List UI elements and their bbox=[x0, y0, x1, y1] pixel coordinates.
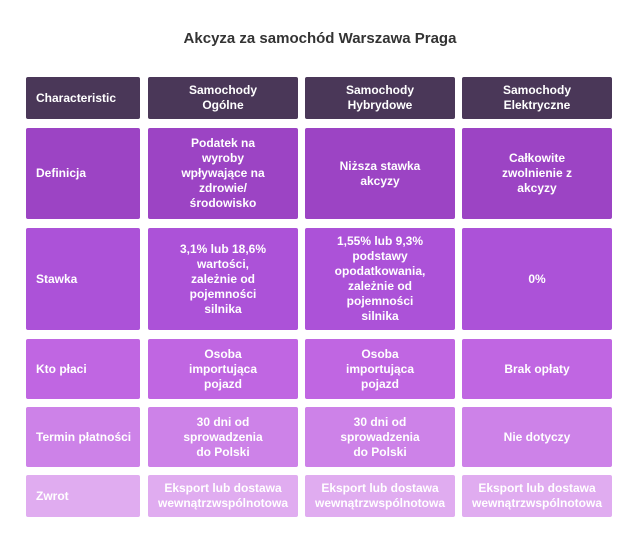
header-column-label: Samochody Elektryczne bbox=[502, 83, 571, 112]
table-cell: Eksport lub dostawa wewnątrzwspólnotowa bbox=[305, 475, 455, 517]
table-cell: Osoba importująca pojazd bbox=[148, 339, 298, 399]
header-characteristic: Characteristic bbox=[26, 77, 140, 119]
row-label-definicja: Definicja bbox=[26, 128, 140, 219]
table-cell: 0% bbox=[462, 228, 612, 330]
header-label: Characteristic bbox=[36, 90, 117, 105]
header-column-label: Samochody Hybrydowe bbox=[345, 83, 414, 112]
row-label: Stawka bbox=[36, 271, 78, 286]
row-label-zwrot: Zwrot bbox=[26, 475, 140, 517]
cell-text: Brak opłaty bbox=[504, 361, 570, 376]
cell-text: Eksport lub dostawa wewnątrzwspólnotowa bbox=[157, 481, 288, 510]
header-col-hybrydowe: Samochody Hybrydowe bbox=[305, 77, 455, 119]
table-cell: Podatek na wyroby wpływające na zdrowie/… bbox=[148, 128, 298, 219]
cell-text: Nie dotyczy bbox=[503, 429, 571, 444]
cell-text: Osoba importująca pojazd bbox=[188, 346, 257, 391]
row-label: Termin płatności bbox=[36, 429, 132, 444]
table-cell: Eksport lub dostawa wewnątrzwspólnotowa bbox=[148, 475, 298, 517]
table-cell: 3,1% lub 18,6% wartości, zależnie od poj… bbox=[148, 228, 298, 330]
table-cell: 1,55% lub 9,3% podstawy opodatkowania, z… bbox=[305, 228, 455, 330]
cell-text: 3,1% lub 18,6% wartości, zależnie od poj… bbox=[179, 241, 267, 316]
page-title: Akcyza za samochód Warszawa Praga bbox=[183, 30, 457, 47]
cell-text: 1,55% lub 9,3% podstawy opodatkowania, z… bbox=[334, 234, 426, 323]
table-cell: Eksport lub dostawa wewnątrzwspólnotowa bbox=[462, 475, 612, 517]
table-cell: Nie dotyczy bbox=[462, 407, 612, 467]
header-column-label: Samochody Ogólne bbox=[188, 83, 257, 112]
cell-text: 0% bbox=[528, 271, 546, 286]
table-cell: Brak opłaty bbox=[462, 339, 612, 399]
cell-text: 30 dni od sprowadzenia do Polski bbox=[183, 414, 263, 459]
row-label: Kto płaci bbox=[36, 361, 87, 376]
header-col-ogolne: Samochody Ogólne bbox=[148, 77, 298, 119]
cell-text: Eksport lub dostawa wewnątrzwspólnotowa bbox=[471, 481, 602, 510]
table-cell: Całkowite zwolnienie z akcyzy bbox=[462, 128, 612, 219]
header-col-elektryczne: Samochody Elektryczne bbox=[462, 77, 612, 119]
cell-text: Podatek na wyroby wpływające na zdrowie/… bbox=[181, 136, 265, 210]
row-label-stawka: Stawka bbox=[26, 228, 140, 330]
cell-text: Całkowite zwolnienie z akcyzy bbox=[501, 151, 572, 195]
cell-text: Eksport lub dostawa wewnątrzwspólnotowa bbox=[314, 481, 445, 510]
cell-text: 30 dni od sprowadzenia do Polski bbox=[340, 414, 420, 459]
row-label-kto-placi: Kto płaci bbox=[26, 339, 140, 399]
row-label: Definicja bbox=[36, 166, 87, 180]
table-cell: 30 dni od sprowadzenia do Polski bbox=[148, 407, 298, 467]
table-cell: 30 dni od sprowadzenia do Polski bbox=[305, 407, 455, 467]
cell-text: Niższa stawka akcyzy bbox=[339, 158, 421, 188]
row-label-termin-platnosci: Termin płatności bbox=[26, 407, 140, 467]
table-cell: Niższa stawka akcyzy bbox=[305, 128, 455, 219]
cell-text: Osoba importująca pojazd bbox=[345, 346, 414, 391]
table-cell: Osoba importująca pojazd bbox=[305, 339, 455, 399]
row-label: Zwrot bbox=[36, 488, 69, 503]
